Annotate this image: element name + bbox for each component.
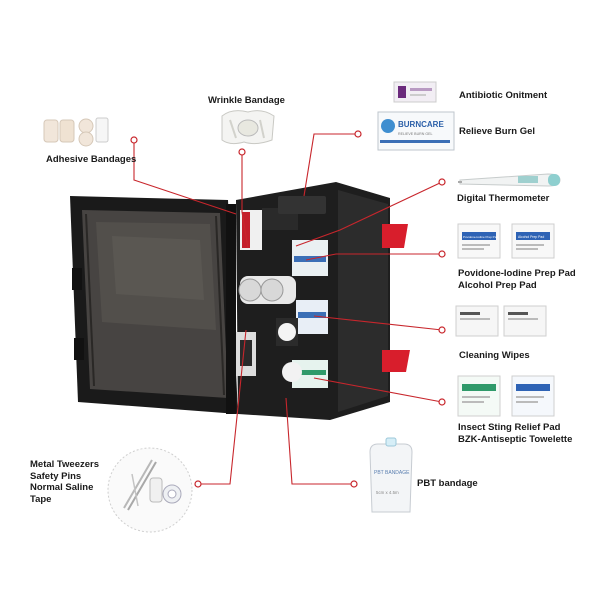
- label-metal-tweezers: Metal Tweezers: [30, 459, 99, 470]
- label-prep-pads: Povidone-Iodine Prep Pad Alcohol Prep Pa…: [458, 268, 576, 291]
- label-adhesive-bandages: Adhesive Bandages: [46, 154, 137, 165]
- adhesive-bandages-image: [43, 117, 109, 147]
- pbt-bandage-image: PBT BANDAGE 5cm x 4.5m: [369, 437, 413, 513]
- label-cleaning-wipes: Cleaning Wipes: [459, 350, 530, 361]
- label-alcohol-prep-pad: Alcohol Prep Pad: [458, 279, 537, 291]
- wrinkle-bandage-image: [221, 110, 275, 145]
- cleaning-wipes-image: [455, 305, 547, 337]
- case-lid: [70, 196, 238, 414]
- label-tweezers-group: Metal Tweezers Safety Pins Normal Saline…: [30, 459, 99, 505]
- leader-tweezers: [198, 329, 247, 485]
- insect-sting-pad-image: [457, 375, 501, 417]
- leader-cleaning-wipes: [313, 315, 443, 331]
- tweezers-kit-image: [107, 447, 193, 533]
- label-digital-thermometer: Digital Thermometer: [457, 193, 550, 204]
- burn-gel-sub-text: RELIEVE BURN GEL: [398, 132, 433, 136]
- leader-prep-pads: [305, 253, 442, 261]
- label-safety-pins: Safety Pins: [30, 470, 82, 482]
- leader-insect-pad: [313, 377, 443, 403]
- leader-wrinkle-bandage: [241, 152, 249, 249]
- bzk-towelette-image: [511, 375, 555, 417]
- leader-adhesive-bandages: [133, 140, 237, 215]
- label-povidone-iodine-prep-pad: Povidone-Iodine Prep Pad: [458, 268, 576, 279]
- case-hinge: [226, 204, 236, 414]
- leader-pbt-bandage: [285, 397, 354, 485]
- bottom-latch[interactable]: [382, 350, 410, 372]
- case-contents: [236, 210, 328, 388]
- povidone-pad-image: Povidone-Iodine Prep Pad: [457, 223, 501, 259]
- label-antibiotic-ointment: Antibiotic Onitment: [459, 90, 548, 101]
- leader-lines: [133, 133, 443, 485]
- label-insect-sting-relief-pad: Insect Sting Relief Pad: [458, 422, 561, 433]
- leader-thermometer: [295, 181, 443, 247]
- label-wrinkle-bandage: Wrinkle Bandage: [208, 95, 285, 106]
- top-latch[interactable]: [382, 224, 408, 248]
- pbt-size-text: 5cm x 4.5m: [376, 490, 399, 495]
- label-relieve-burn-gel: Relieve Burn Gel: [459, 126, 536, 137]
- alcohol-pad-text: Alcohol Prep Pad: [518, 235, 544, 239]
- burn-gel-image: BURNCARE RELIEVE BURN GEL: [377, 111, 455, 151]
- first-aid-case: [70, 182, 410, 420]
- label-insect-bzk: Insect Sting Relief Pad BZK-Antiseptic T…: [458, 422, 572, 445]
- label-normal-saline: Normal Saline: [30, 482, 94, 493]
- alcohol-pad-image: Alcohol Prep Pad: [511, 223, 555, 259]
- leader-dots: [130, 130, 446, 488]
- thermometer-image: [458, 173, 561, 187]
- label-bzk-antiseptic-towelette: BZK-Antiseptic Towelette: [458, 433, 573, 445]
- pbt-wrapper-text: PBT BANDAGE: [374, 470, 410, 476]
- antibiotic-ointment-image: [393, 81, 437, 103]
- leader-burn-gel: [303, 133, 358, 197]
- label-pbt-bandage: PBT bandage: [417, 478, 478, 489]
- povidone-pad-text: Povidone-Iodine Prep Pad: [463, 235, 498, 239]
- label-tape: Tape: [30, 493, 52, 505]
- burncare-brand-text: BURNCARE: [398, 120, 444, 129]
